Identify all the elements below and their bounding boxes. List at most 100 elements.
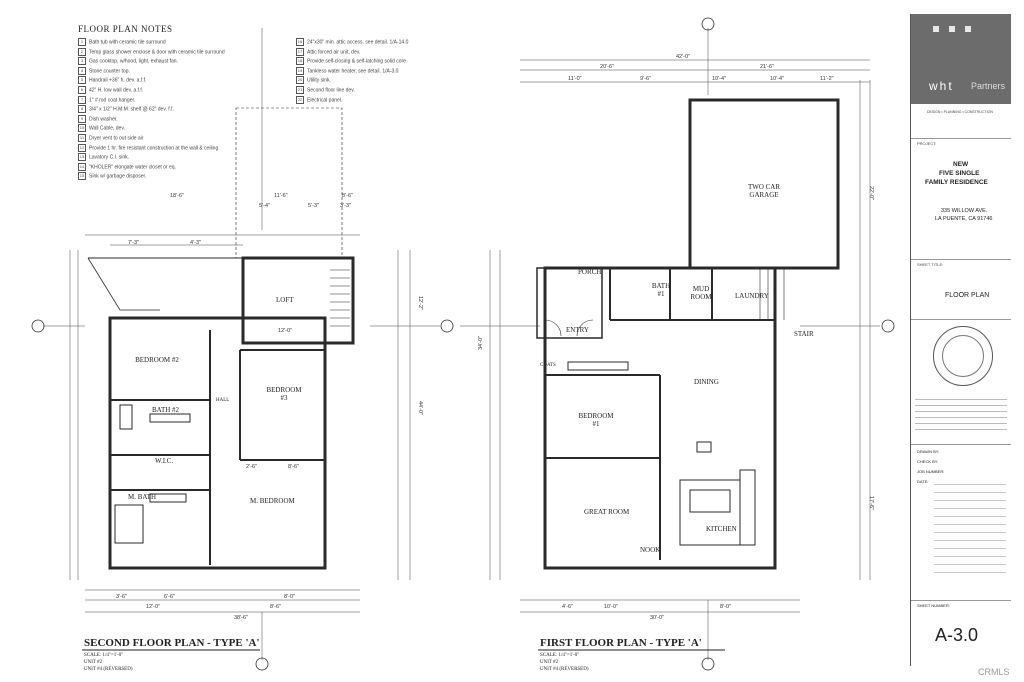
dim-sf-right2: 44'-0": [417, 400, 424, 416]
dim-sf-top4: 7'-3": [128, 240, 139, 246]
note-text: Tankless water heater, see detail. 1/A-3…: [307, 68, 399, 75]
note-text: Attic forced air unit, dev.: [307, 48, 361, 55]
room-great: GREAT ROOM: [584, 508, 630, 516]
note-number: 18: [296, 57, 304, 66]
note-text: Handrail +36" h. dev. a.f.f.: [89, 77, 147, 84]
second-floor-unit2: UNIT #4 (REVERSED): [84, 667, 133, 672]
dim-sf-top3: 8'-6": [342, 193, 353, 199]
dim-sf-top1: 18'-6": [170, 193, 185, 199]
room-bedroom-1: BEDROOM #1: [578, 412, 614, 428]
room-nook: NOOK: [640, 546, 661, 554]
firm-name-2: Partners: [971, 81, 1006, 91]
sheet-title-label: SHEET TITLE:: [917, 262, 944, 267]
note-text: 3/4" x 1/2" H.M.M. shelf @ 62" dev. f.f.: [89, 106, 174, 113]
first-floor-title: FIRST FLOOR PLAN - TYPE 'A': [540, 637, 702, 649]
note-number: 6: [78, 86, 86, 94]
room-bedroom-3: BEDROOM #3: [266, 386, 302, 402]
note-text: Dish washer.: [89, 116, 118, 123]
sheet-number: A-3.0: [935, 625, 979, 645]
note-number: 17: [296, 47, 304, 56]
check-by-label: CHECK BY:: [917, 459, 939, 464]
dim-ff-top1: 42'-0": [676, 54, 691, 60]
room-m-bath: M. BATH: [128, 493, 157, 501]
dim-ff-bot2: 10'-0": [604, 604, 619, 610]
note-number: 2: [78, 47, 86, 56]
grid-bubble-bottom: [255, 657, 269, 671]
project-name-3: FAMILY RESIDENCE: [925, 179, 988, 186]
first-floor-outline: [543, 266, 777, 570]
project-name-1: NEW: [953, 161, 969, 168]
note-number: 22: [296, 95, 304, 104]
first-floor-unit1: UNIT #2: [540, 660, 559, 665]
dim-sf-bot5: 8'-6": [270, 604, 281, 610]
disclaimer-text: [915, 396, 1007, 438]
grid-bubble-right-2: [881, 319, 895, 333]
dim-sf-right1: 12'-2": [417, 295, 424, 311]
project-label: PROJECT:: [917, 141, 937, 146]
room-m-bedroom: M. BEDROOM: [250, 497, 295, 505]
first-floor-plan: [460, 17, 895, 671]
room-loft: LOFT: [276, 296, 294, 304]
note-number: 10: [78, 124, 86, 133]
project-address-1: 335 WILLOW AVE.: [941, 208, 988, 214]
porch-outline: [536, 267, 603, 339]
note-text: Bath tub with ceramic tile surround: [89, 39, 166, 46]
dim-sf-top7: 5'-3": [308, 203, 319, 209]
firm-logo: wht Partners: [911, 14, 1011, 104]
note-number: 9: [78, 114, 86, 123]
dim-ff-bot4: 8'-0": [720, 604, 731, 610]
dim-ff-top7: 10'-4": [770, 76, 785, 82]
room-bath-1: BATH #1: [651, 282, 671, 298]
note-text: Electrical panel.: [307, 96, 343, 103]
note-number: 11: [78, 134, 86, 142]
dim-ff-top4: 11'-0": [568, 76, 582, 82]
project-address-2: LA PUENTE, CA 91746: [935, 216, 993, 222]
note-number: 1: [78, 38, 86, 46]
watermark: CRMLS: [978, 667, 1010, 677]
note-number: 20: [296, 76, 304, 85]
note-text: Gas cooktop, w/hood, light, exhaust fan.: [89, 58, 178, 65]
second-floor-title: SECOND FLOOR PLAN - TYPE 'A': [84, 637, 260, 649]
title-block: wht Partners DESIGN • PLANNING • CONSTRU…: [910, 14, 1011, 666]
dim-sf-bot3: 8'-0": [284, 594, 295, 600]
dim-sf-bot1: 3'-6": [116, 594, 127, 600]
note-text: "KHOLER" elongate water closet or eq.: [89, 164, 176, 171]
room-porch: PORCH: [578, 268, 602, 276]
room-garage: TWO CAR GARAGE: [747, 183, 781, 199]
dim-ff-top6: 10'-4": [712, 76, 727, 82]
note-number: 3: [78, 57, 86, 66]
room-dining: DINING: [694, 378, 719, 386]
note-item: 14"KHOLER" elongate water closet or eq.: [78, 162, 176, 171]
note-number: 21: [296, 86, 304, 94]
dim-sf-bot6: 38'-6": [234, 615, 249, 621]
room-mud: MUD ROOM: [690, 285, 712, 301]
attic-outline: [235, 107, 343, 259]
dim-sf-bot4: 12'-0": [146, 604, 161, 610]
grid-bubble-left: [31, 319, 45, 333]
dim-ff-right1: 22'-0": [868, 185, 875, 201]
room-coats: COATS: [540, 363, 556, 368]
sheet-title: FLOOR PLAN: [945, 292, 990, 299]
note-text: Sink w/ garbage disposer.: [89, 173, 147, 180]
note-text: 1" # rod coat hanger.: [89, 96, 136, 103]
room-wic: W.I.C.: [155, 457, 174, 465]
note-number: 7: [78, 95, 86, 104]
second-floor-unit1: UNIT #2: [84, 660, 103, 665]
note-text: 42" H. low wall dev. a.f.f.: [89, 87, 144, 94]
note-text: Utility sink.: [307, 77, 331, 84]
